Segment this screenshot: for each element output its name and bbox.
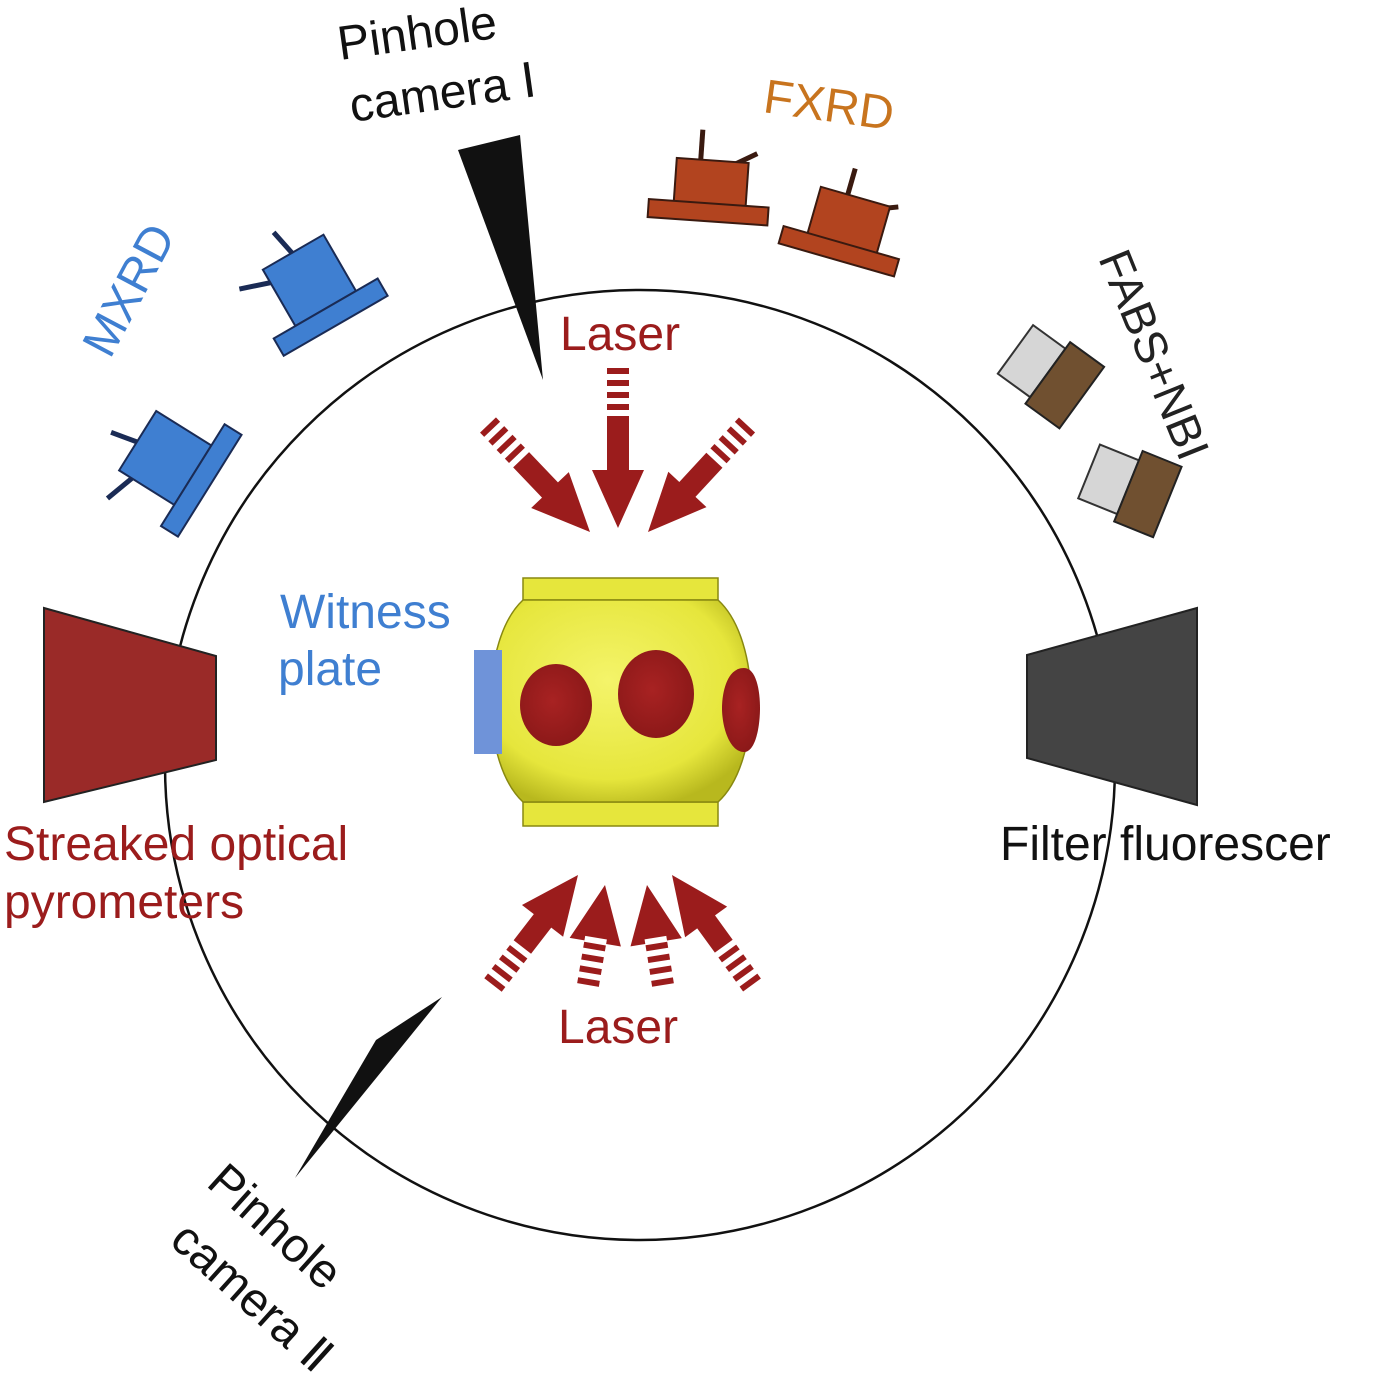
fxrd-label: FXRD: [760, 70, 897, 141]
laser-arrow-head: [672, 875, 733, 953]
laser-arrow-dash: [504, 443, 525, 463]
laser-arrow-dash: [739, 973, 761, 992]
laser-arrow-dash: [732, 963, 754, 982]
laser-arrow-head: [630, 885, 682, 947]
laser-bottom-label: Laser: [558, 1001, 678, 1054]
laser-spot: [722, 668, 760, 752]
laser-arrow-dash: [484, 973, 506, 992]
pyrometer-label-line2: pyrometers: [4, 876, 244, 929]
laser-arrow-dash: [480, 417, 501, 437]
laser-arrow-head: [513, 452, 590, 532]
fabs-nbi-unit-upper: [996, 323, 1106, 430]
laser-arrow-dash: [726, 426, 747, 446]
laser-arrow-dash: [496, 434, 517, 455]
laser-arrow-dash: [649, 965, 672, 975]
laser-arrow-dash: [583, 941, 606, 952]
laser-arrow: [484, 875, 578, 992]
laser-arrow: [648, 417, 756, 532]
laser-arrow: [480, 417, 590, 532]
laser-arrow-dash: [577, 977, 600, 987]
laser-arrow-dash: [491, 964, 513, 983]
laser-top-label: Laser: [560, 308, 680, 361]
laser-arrow: [569, 885, 621, 987]
laser-arrow-dash: [734, 417, 756, 437]
laser-arrow-dash: [651, 977, 674, 987]
fxrd-detector-left: [646, 129, 770, 227]
laser-arrow-dash: [579, 965, 602, 976]
fabs-nbi-label: FABS+NBI: [1089, 242, 1220, 467]
laser-arrow-dash: [607, 380, 629, 386]
laser-arrow-dash: [607, 368, 629, 374]
laser-arrow-head: [592, 416, 644, 528]
laser-arrow-dash: [718, 435, 739, 455]
pyrometer-label-line1: Streaked optical: [4, 818, 348, 871]
laser-arrow-dash: [647, 953, 671, 964]
laser-arrow-dash: [607, 404, 629, 410]
witness-plate-label-line2: plate: [278, 643, 382, 696]
pinhole-camera-2: [295, 997, 442, 1178]
mxrd-detector-lower: [105, 409, 243, 538]
laser-spot: [618, 650, 694, 738]
streaked-optical-pyrometer: [43, 606, 217, 804]
filter-fluorescer: [1026, 606, 1198, 807]
laser-arrow-dash: [506, 945, 528, 964]
laser-beams: [480, 368, 761, 992]
laser-arrow-dash: [718, 944, 740, 963]
laser-arrow-head: [513, 875, 578, 954]
laser-arrow: [672, 875, 761, 992]
mxrd-detector-upper: [238, 230, 389, 358]
laser-arrow-dash: [710, 443, 731, 464]
laser-arrow: [592, 368, 644, 528]
laser-arrow-dash: [607, 392, 629, 398]
pinhole-camera-1-label-line1: Pinhole: [334, 0, 500, 71]
pinhole-camera-1: [458, 135, 543, 380]
laser-arrow-dash: [488, 426, 509, 446]
laser-arrow-dash: [725, 954, 747, 973]
filter-fluorescer-label: Filter fluorescer: [1000, 818, 1331, 871]
fabs-nbi-unit-lower: [1076, 443, 1183, 539]
laser-arrow-dash: [645, 941, 669, 952]
laser-arrow-head: [569, 885, 621, 947]
laser-arrow-dash: [498, 954, 521, 973]
laser-spot: [520, 664, 592, 746]
hohlraum-target: [490, 577, 760, 827]
laser-arrow-dash: [581, 953, 604, 964]
mxrd-label: MXRD: [73, 215, 186, 365]
laser-arrow-head: [648, 452, 723, 532]
fxrd-detector-right: [777, 167, 901, 278]
witness-plate-label-line1: Witness: [280, 586, 451, 639]
laser-arrow: [630, 885, 682, 987]
witness-plate: [474, 650, 502, 754]
